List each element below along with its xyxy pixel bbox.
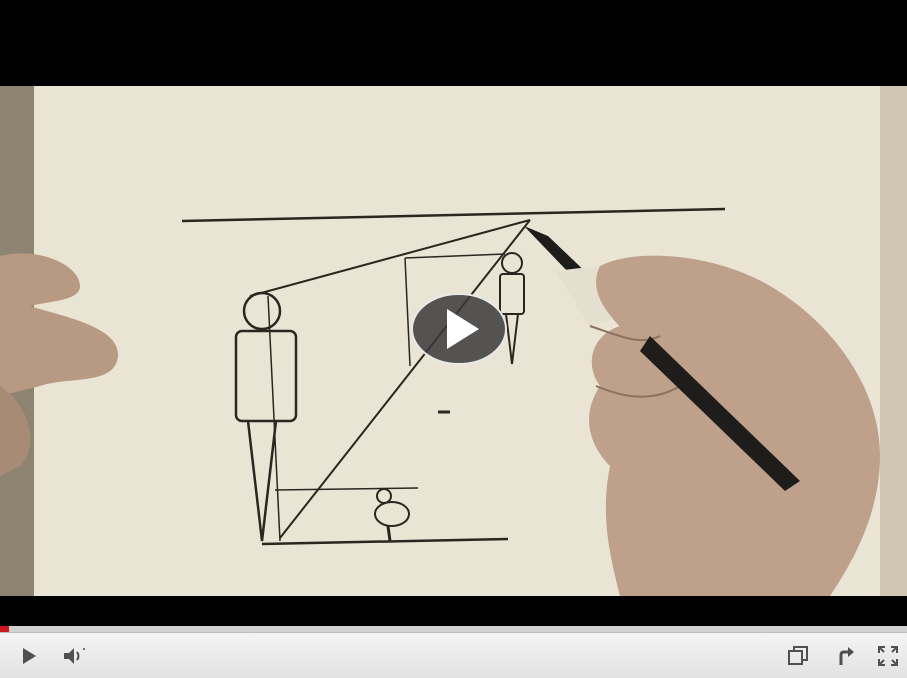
share-button[interactable] [830, 640, 862, 672]
volume-button[interactable] [58, 640, 92, 672]
fullscreen-button[interactable] [872, 640, 904, 672]
big-play-button[interactable] [409, 292, 509, 366]
progress-bar[interactable] [0, 626, 907, 633]
control-bar [0, 626, 907, 678]
video-frame[interactable] [0, 0, 907, 626]
share-arrow-icon [835, 645, 857, 667]
miniplayer-button[interactable] [782, 640, 814, 672]
play-icon [20, 646, 38, 666]
fullscreen-icon [877, 645, 899, 667]
speaker-icon [62, 646, 88, 666]
pop-out-icon [787, 645, 809, 667]
play-button[interactable] [14, 640, 44, 672]
progress-fill [0, 626, 9, 632]
play-circle-icon [409, 292, 509, 366]
